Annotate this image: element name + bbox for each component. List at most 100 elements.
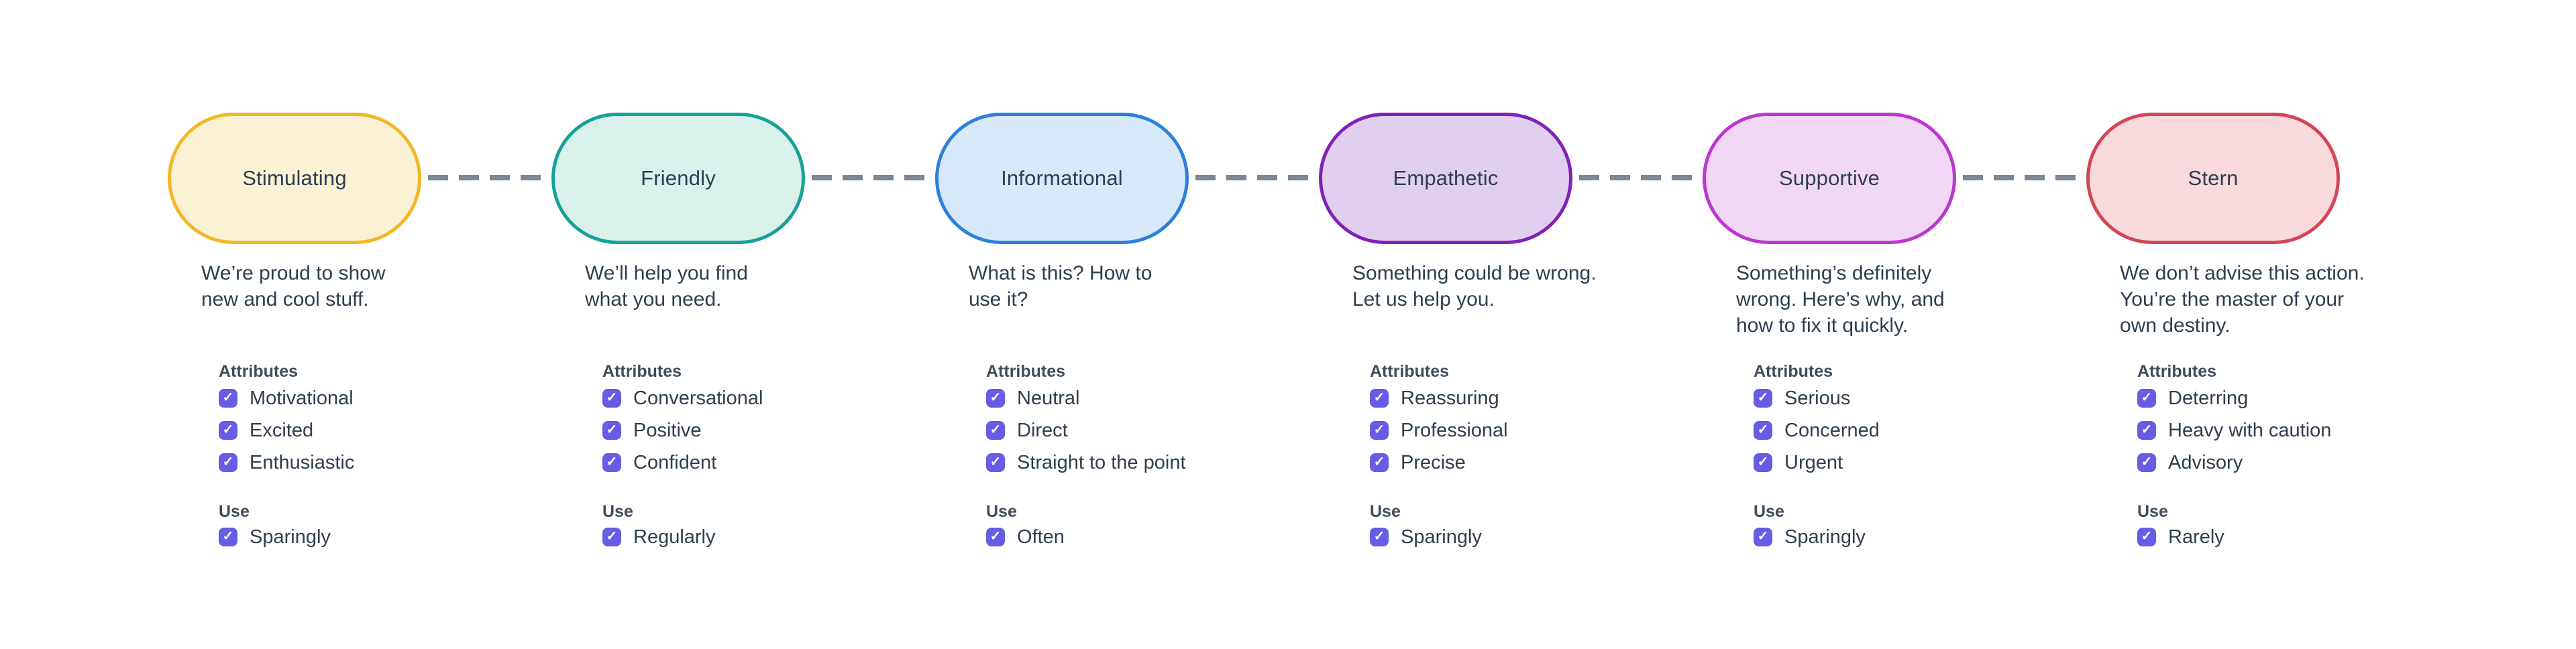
- use-checkbox-row[interactable]: ✓ Rarely: [2137, 526, 2224, 548]
- checkbox-checked[interactable]: ✓: [219, 389, 237, 408]
- tone-node: Supportive: [1703, 113, 1956, 244]
- dashed-connector: [428, 175, 545, 180]
- checkbox-checked[interactable]: ✓: [1754, 421, 1772, 440]
- attribute-checkbox-row[interactable]: ✓ Deterring: [2137, 387, 2249, 409]
- checkmark-icon: ✓: [1373, 390, 1385, 405]
- checkmark-icon: ✓: [1757, 455, 1769, 469]
- use-checkbox-row[interactable]: ✓ Often: [986, 526, 1065, 548]
- checkbox-checked[interactable]: ✓: [2137, 528, 2156, 546]
- tone-column-stimulating: Stimulating We’re proud to show new and …: [168, 0, 551, 649]
- tone-column-informational: Informational What is this? How to use i…: [935, 0, 1319, 649]
- checkbox-checked[interactable]: ✓: [986, 453, 1005, 472]
- attribute-checkbox-row[interactable]: ✓ Excited: [219, 420, 313, 441]
- dashed-connector: [1963, 175, 2080, 180]
- use-checkbox-row[interactable]: ✓ Sparingly: [219, 526, 331, 548]
- attribute-checkbox-row[interactable]: ✓ Neutral: [986, 387, 1080, 409]
- attribute-checkbox-row[interactable]: ✓ Confident: [602, 452, 716, 473]
- use-checkbox-row[interactable]: ✓ Regularly: [602, 526, 716, 548]
- checkmark-icon: ✓: [222, 529, 234, 544]
- attribute-checkbox-row[interactable]: ✓ Conversational: [602, 388, 763, 409]
- checkbox-label: Motivational: [250, 387, 354, 409]
- attribute-checkbox-row[interactable]: ✓ Straight to the point: [986, 452, 1186, 473]
- tone-name: Supportive: [1778, 166, 1880, 190]
- use-heading: Use: [1754, 502, 1784, 521]
- checkbox-checked[interactable]: ✓: [1370, 528, 1389, 546]
- checkmark-icon: ✓: [1757, 422, 1769, 437]
- tone-node: Empathetic: [1319, 113, 1572, 244]
- checkmark-icon: ✓: [222, 422, 234, 437]
- checkbox-label: Sparingly: [250, 526, 331, 548]
- checkbox-checked[interactable]: ✓: [602, 421, 621, 440]
- use-heading: Use: [219, 502, 250, 521]
- use-heading: Use: [2137, 502, 2168, 521]
- checkbox-checked[interactable]: ✓: [2137, 389, 2156, 408]
- checkbox-checked[interactable]: ✓: [2137, 421, 2156, 440]
- checkbox-label: Advisory: [2168, 451, 2243, 473]
- attribute-checkbox-row[interactable]: ✓ Serious: [1754, 387, 1851, 409]
- checkbox-label: Deterring: [2168, 387, 2249, 409]
- attribute-checkbox-row[interactable]: ✓ Precise: [1370, 451, 1466, 473]
- checkbox-checked[interactable]: ✓: [219, 453, 237, 472]
- attribute-checkbox-row[interactable]: ✓ Urgent: [1754, 451, 1843, 473]
- checkbox-checked[interactable]: ✓: [1754, 453, 1772, 472]
- checkbox-label: Enthusiastic: [250, 451, 355, 473]
- attribute-checkbox-row[interactable]: ✓ Professional: [1370, 420, 1508, 441]
- checkmark-icon: ✓: [1757, 390, 1769, 405]
- checkmark-icon: ✓: [989, 455, 1002, 469]
- tone-description: What is this? How to use it?: [969, 262, 1152, 310]
- tone-column-friendly: Friendly We’ll help you find what you ne…: [551, 0, 935, 649]
- tone-column-empathetic: Empathetic Something could be wrong. Let…: [1319, 0, 1703, 649]
- attribute-checkbox-row[interactable]: ✓ Advisory: [2137, 451, 2243, 473]
- checkbox-checked[interactable]: ✓: [1370, 389, 1389, 408]
- attributes-heading: Attributes: [986, 362, 1066, 381]
- checkbox-checked[interactable]: ✓: [2137, 453, 2156, 472]
- checkmark-icon: ✓: [222, 390, 234, 405]
- checkmark-icon: ✓: [606, 455, 618, 469]
- attribute-checkbox-row[interactable]: ✓ Direct: [986, 420, 1068, 441]
- checkbox-label: Regularly: [633, 526, 716, 548]
- checkbox-checked[interactable]: ✓: [1370, 421, 1389, 440]
- attributes-heading: Attributes: [1370, 362, 1450, 381]
- dashed-connector: [1579, 175, 1696, 180]
- checkbox-checked[interactable]: ✓: [602, 389, 621, 408]
- tone-description: We’ll help you find what you need.: [585, 262, 748, 310]
- checkbox-checked[interactable]: ✓: [986, 389, 1005, 408]
- attribute-checkbox-row[interactable]: ✓ Positive: [602, 419, 702, 441]
- checkbox-label: Neutral: [1017, 387, 1080, 409]
- checkmark-icon: ✓: [1373, 529, 1385, 544]
- checkbox-label: Positive: [633, 419, 702, 441]
- tone-name: Stimulating: [242, 166, 347, 190]
- tone-description: Something could be wrong. Let us help yo…: [1352, 262, 1597, 310]
- use-heading: Use: [986, 502, 1017, 521]
- checkbox-checked[interactable]: ✓: [219, 528, 237, 546]
- attribute-checkbox-row[interactable]: ✓ Motivational: [219, 387, 354, 409]
- checkbox-label: Precise: [1401, 451, 1466, 473]
- use-heading: Use: [1370, 502, 1401, 521]
- checkbox-label: Sparingly: [1784, 526, 1866, 548]
- tone-description: Something’s definitely wrong. Here’s why…: [1736, 262, 1945, 337]
- checkbox-checked[interactable]: ✓: [602, 528, 621, 546]
- tone-description: We’re proud to show new and cool stuff.: [201, 262, 386, 310]
- checkmark-icon: ✓: [2141, 529, 2153, 544]
- checkbox-checked[interactable]: ✓: [1754, 389, 1772, 408]
- checkbox-checked[interactable]: ✓: [986, 421, 1005, 440]
- use-checkbox-row[interactable]: ✓ Sparingly: [1754, 526, 1866, 548]
- attribute-checkbox-row[interactable]: ✓ Concerned: [1754, 420, 1880, 441]
- checkbox-checked[interactable]: ✓: [602, 453, 621, 472]
- checkbox-label: Rarely: [2168, 526, 2224, 548]
- tone-column-supportive: Supportive Something’s definitely wrong.…: [1703, 0, 2086, 649]
- checkmark-icon: ✓: [2141, 455, 2153, 469]
- checkbox-checked[interactable]: ✓: [986, 528, 1005, 546]
- checkbox-checked[interactable]: ✓: [1754, 528, 1772, 546]
- attribute-checkbox-row[interactable]: ✓ Heavy with caution: [2137, 420, 2331, 441]
- tone-name: Stern: [2188, 166, 2239, 190]
- attribute-checkbox-row[interactable]: ✓ Reassuring: [1370, 388, 1499, 409]
- tone-node: Stimulating: [168, 113, 421, 244]
- attribute-checkbox-row[interactable]: ✓ Enthusiastic: [219, 451, 355, 473]
- checkbox-checked[interactable]: ✓: [219, 421, 237, 440]
- use-checkbox-row[interactable]: ✓ Sparingly: [1370, 526, 1482, 548]
- checkbox-label: Urgent: [1784, 451, 1843, 473]
- checkbox-label: Serious: [1784, 387, 1851, 409]
- checkmark-icon: ✓: [1757, 529, 1769, 544]
- checkbox-checked[interactable]: ✓: [1370, 453, 1389, 472]
